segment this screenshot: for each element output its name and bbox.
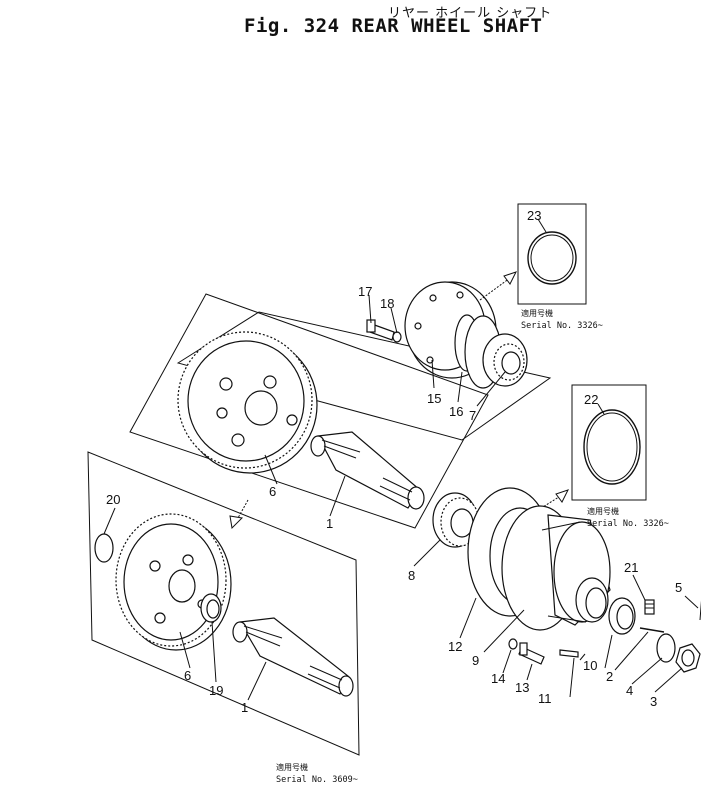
- leader-lines: [103, 218, 699, 701]
- seal-23-box: [517, 203, 587, 305]
- bearing-8: [432, 492, 480, 548]
- callout-23: 23: [527, 208, 541, 223]
- callout-11: 11: [538, 691, 552, 706]
- collar-20: [94, 533, 114, 563]
- note-bottom-jp: 適用号機: [276, 762, 308, 772]
- callout-1-lower: 1: [241, 700, 248, 715]
- callout-18: 18: [380, 296, 394, 311]
- washer-14: [508, 638, 518, 650]
- callout-7: 7: [469, 408, 476, 423]
- note-23-jp: 適用号機: [521, 308, 553, 318]
- callout-19: 19: [209, 683, 223, 698]
- callout-2: 2: [606, 669, 613, 684]
- note-22-jp: 適用号機: [587, 506, 619, 516]
- callout-20: 20: [106, 492, 120, 507]
- hub-assembly-frame: [176, 311, 552, 441]
- figure-title: Fig. 324 REAR WHEEL SHAFT: [244, 15, 543, 37]
- callout-1-upper: 1: [326, 516, 333, 531]
- final-gear-upper: [177, 331, 318, 474]
- seal-10: [608, 597, 636, 635]
- washer-4: [656, 633, 676, 663]
- callout-5: 5: [675, 580, 682, 595]
- note-bottom-serial: Serial No. 3609~: [276, 775, 358, 785]
- nut-3: [675, 643, 701, 673]
- cotter-5: [699, 600, 701, 621]
- upper-assembly-frame: [129, 293, 489, 529]
- callout-9: 9: [472, 653, 479, 668]
- callout-10: 10: [583, 658, 597, 673]
- callout-17: 17: [358, 284, 372, 299]
- callout-22: 22: [584, 392, 598, 407]
- rear-wheel-shaft-lower: [232, 617, 354, 697]
- callout-13: 13: [515, 680, 529, 695]
- dowel-pin-11: [559, 649, 579, 658]
- callout-21: 21: [624, 560, 638, 575]
- callout-15: 15: [427, 391, 441, 406]
- pin-2: [639, 627, 665, 633]
- bolt-13: [518, 642, 545, 665]
- callout-14: 14: [491, 671, 505, 686]
- spacer-19: [200, 593, 222, 623]
- axle-housing-9: [501, 505, 611, 631]
- callout-4: 4: [626, 683, 633, 698]
- washer-18: [392, 331, 402, 343]
- stud-21: [644, 599, 655, 615]
- seal-22-box: [571, 384, 647, 501]
- callout-8: 8: [408, 568, 415, 583]
- title-japanese: リヤー ホイール シャフト: [388, 6, 553, 21]
- o-ring-23: [527, 231, 577, 285]
- callout-3: 3: [650, 694, 657, 709]
- callout-6-lower: 6: [184, 668, 191, 683]
- o-ring-22: [583, 409, 641, 485]
- rear-wheel-shaft-upper: [310, 431, 425, 510]
- arrow-to-variant: [229, 499, 249, 530]
- arrow-to-box23: [479, 271, 517, 301]
- bearing-hub-upper: [404, 281, 528, 389]
- callout-16: 16: [449, 404, 463, 419]
- note-22-serial: Serial No. 3326~: [587, 519, 669, 529]
- callout-6-upper: 6: [269, 484, 276, 499]
- note-23-serial: Serial No. 3326~: [521, 321, 603, 331]
- callout-12: 12: [448, 639, 462, 654]
- final-gear-lower: [115, 513, 232, 651]
- lower-variant-frame: [87, 451, 360, 756]
